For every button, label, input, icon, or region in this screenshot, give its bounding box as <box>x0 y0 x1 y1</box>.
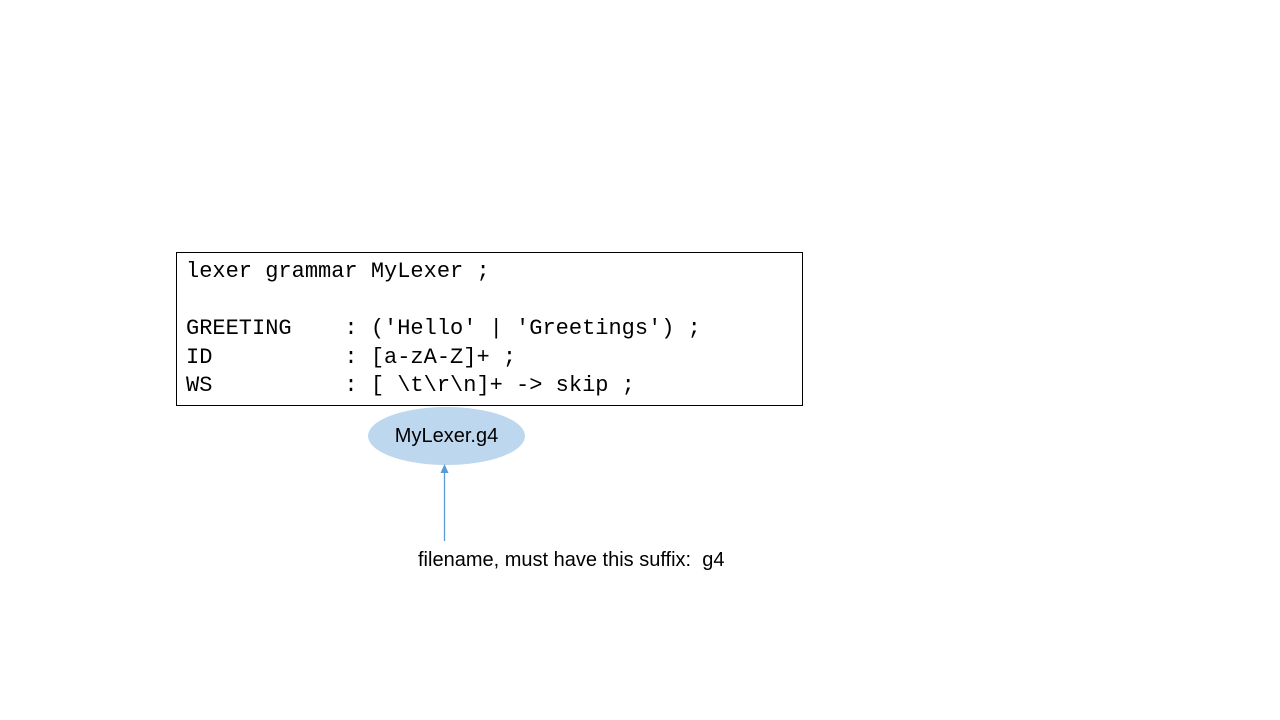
filename-ellipse: MyLexer.g4 <box>368 407 525 465</box>
code-line-greeting-rule: GREETING : ('Hello' | 'Greetings') ; <box>186 316 701 341</box>
pointer-arrow <box>440 464 449 541</box>
filename-label: MyLexer.g4 <box>394 424 499 447</box>
code-line-id-rule: ID : [a-zA-Z]+ ; <box>186 345 517 370</box>
code-line-grammar-decl: lexer grammar MyLexer ; <box>186 259 490 284</box>
code-line-ws-rule: WS : [ \t\r\n]+ -> skip ; <box>186 373 635 398</box>
grammar-code-box: lexer grammar MyLexer ; GREETING : ('Hel… <box>176 252 803 406</box>
suffix-caption: filename, must have this suffix: g4 <box>418 549 725 571</box>
arrow-head <box>440 464 449 473</box>
